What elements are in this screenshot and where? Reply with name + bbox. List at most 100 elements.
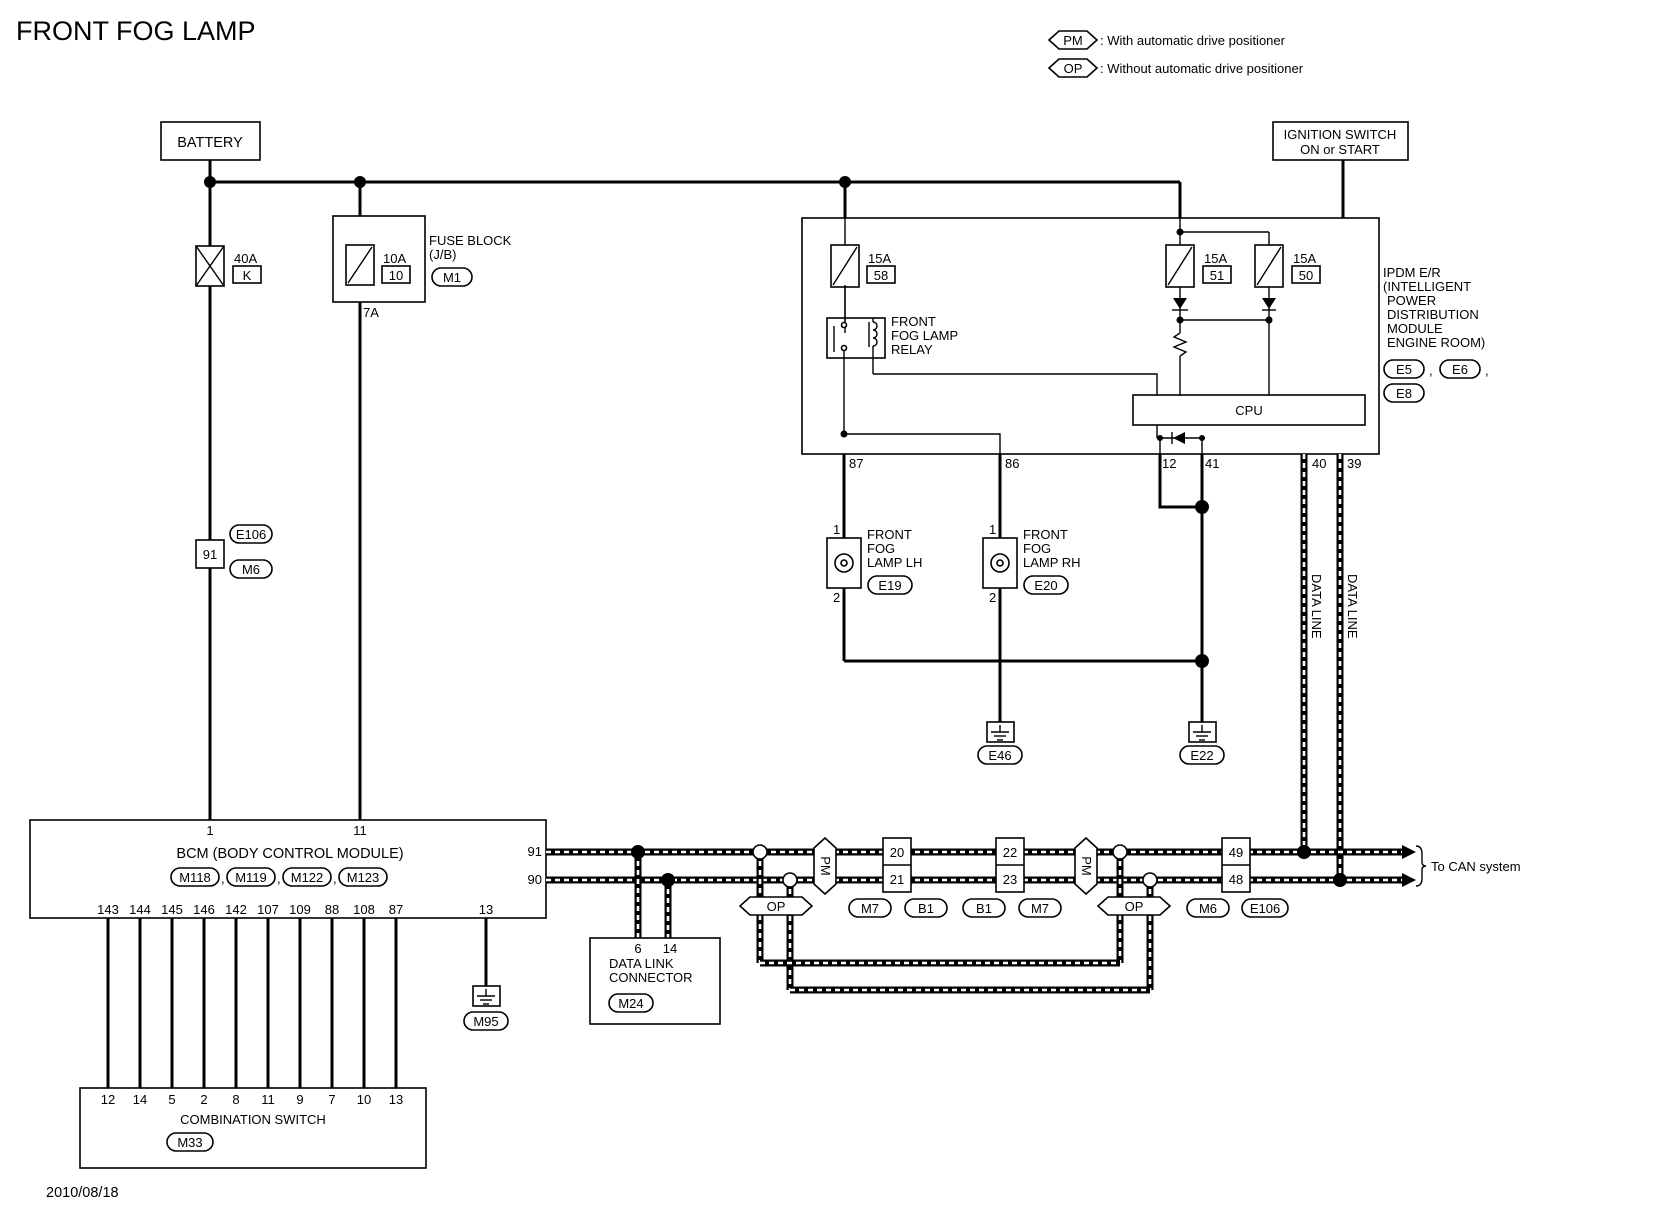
ipdm-pin-87: 87 bbox=[849, 456, 863, 471]
op-tag-1: OP bbox=[738, 896, 814, 916]
can-connector-m6-e106: 49 48 bbox=[1221, 837, 1251, 893]
bcm-pin-143: 143 bbox=[97, 902, 119, 917]
ipdm-comma-2: , bbox=[1485, 363, 1489, 378]
bcm-pin-1: 1 bbox=[206, 823, 213, 838]
conn-91-pin: 91 bbox=[203, 547, 217, 562]
ground-e46-label: E46 bbox=[988, 748, 1011, 763]
bcm-pin-142: 142 bbox=[225, 902, 247, 917]
relay-label-2: FOG LAMP bbox=[891, 328, 958, 343]
bcm-conn-m123: M123 bbox=[347, 870, 380, 885]
data-line-label-2: DATA LINE bbox=[1345, 574, 1360, 639]
lamp-lh-label-2: FOG bbox=[867, 541, 895, 556]
bcm-pin-13: 13 bbox=[479, 902, 493, 917]
fuse-40a-id: K bbox=[243, 268, 252, 283]
dlc-pin-14: 14 bbox=[663, 941, 677, 956]
dlc-label-1: DATA LINK bbox=[609, 956, 674, 971]
can-label-e106: E106 bbox=[1250, 901, 1280, 916]
fuse-58-id: 58 bbox=[874, 268, 888, 283]
battery: BATTERY bbox=[160, 121, 261, 161]
fuse-block-conn: M1 bbox=[443, 270, 461, 285]
legend-pm-code: PM bbox=[1063, 33, 1083, 48]
bcm-pin-109: 109 bbox=[289, 902, 311, 917]
ipdm-pin-86: 86 bbox=[1005, 456, 1019, 471]
can-conn-3-top: 49 bbox=[1229, 845, 1243, 860]
front-fog-lamp-lh: 1 2 FRONT FOG LAMP LH E19 bbox=[826, 522, 922, 605]
relay-label-1: FRONT bbox=[891, 314, 936, 329]
comb-switch-label: COMBINATION SWITCH bbox=[180, 1112, 326, 1127]
relay-label-3: RELAY bbox=[891, 342, 933, 357]
ipdm-label-2: (INTELLIGENT bbox=[1383, 279, 1471, 294]
comb-pin-13: 13 bbox=[389, 1092, 403, 1107]
legend-pm-text: : With automatic drive positioner bbox=[1100, 33, 1286, 48]
dlc-pin-6: 6 bbox=[634, 941, 641, 956]
lamp-lh-label-1: FRONT bbox=[867, 527, 912, 542]
conn-91-b: M6 bbox=[242, 562, 260, 577]
bcm-pin-91: 91 bbox=[528, 844, 542, 859]
fuse-block-label1: FUSE BLOCK bbox=[429, 233, 512, 248]
can-conn-1-top: 20 bbox=[890, 845, 904, 860]
comb-switch-conn: M33 bbox=[177, 1135, 202, 1150]
data-line-label-1: DATA LINE bbox=[1309, 574, 1324, 639]
ipdm-label-5: MODULE bbox=[1387, 321, 1443, 336]
fuse-58-rating: 15A bbox=[868, 251, 891, 266]
dlc-label-2: CONNECTOR bbox=[609, 970, 693, 985]
ipdm-conn-e5: E5 bbox=[1396, 362, 1412, 377]
fuse-block-id: 10 bbox=[389, 268, 403, 283]
connector-91: 91 E106 M6 bbox=[195, 524, 273, 579]
can-label-m7-b: M7 bbox=[1031, 901, 1049, 916]
combination-switch: 12 14 5 2 8 11 9 7 10 13 COMBINATION SWI… bbox=[79, 1087, 427, 1169]
diagram-title: FRONT FOG LAMP bbox=[16, 16, 256, 46]
bcm-pin-88: 88 bbox=[325, 902, 339, 917]
lamp-lh-pin-bottom: 2 bbox=[833, 590, 840, 605]
pm-tag-1-label: PM bbox=[818, 856, 833, 876]
lamp-rh-conn: E20 bbox=[1034, 578, 1057, 593]
cpu-label: CPU bbox=[1235, 403, 1262, 418]
bcm-pin-87: 87 bbox=[389, 902, 403, 917]
bcm-conn-m118: M118 bbox=[179, 870, 211, 885]
ipdm-label-4: DISTRIBUTION bbox=[1387, 307, 1479, 322]
can-label-m6: M6 bbox=[1199, 901, 1217, 916]
ignition-switch: IGNITION SWITCH ON or START bbox=[1272, 121, 1409, 161]
fuse-block-label2: (J/B) bbox=[429, 247, 456, 262]
can-label-b1-a: B1 bbox=[918, 901, 934, 916]
ipdm-comma-1: , bbox=[1429, 363, 1433, 378]
bcm-conn-m122: M122 bbox=[291, 870, 324, 885]
can-conn-2-bottom: 23 bbox=[1003, 872, 1017, 887]
bcm-conn-m119: M119 bbox=[235, 870, 267, 885]
fuse-50-id: 50 bbox=[1299, 268, 1313, 283]
ground-m95-label: M95 bbox=[473, 1014, 498, 1029]
legend-op-text: : Without automatic drive positioner bbox=[1100, 61, 1304, 76]
diagram-date: 2010/08/18 bbox=[46, 1185, 119, 1201]
can-conn-2-top: 22 bbox=[1003, 845, 1017, 860]
comb-pin-14: 14 bbox=[133, 1092, 147, 1107]
lamp-wiring bbox=[842, 454, 1209, 722]
bcm-pin-145: 145 bbox=[161, 902, 183, 917]
to-can-system: To CAN system bbox=[1415, 845, 1521, 887]
ground-m95: M95 bbox=[463, 918, 509, 1031]
comb-pin-5: 5 bbox=[168, 1092, 175, 1107]
combination-switch-wires bbox=[106, 918, 398, 1088]
lamp-lh-pin-top: 1 bbox=[833, 522, 840, 537]
ground-e22: E22 bbox=[1179, 721, 1225, 765]
bcm-sep-2: , bbox=[277, 871, 281, 886]
bcm-pin-11: 11 bbox=[353, 823, 367, 838]
bcm-pin-90: 90 bbox=[528, 872, 542, 887]
ipdm-label-3: POWER bbox=[1387, 293, 1436, 308]
battery-label: BATTERY bbox=[177, 135, 243, 151]
comb-pin-2: 2 bbox=[200, 1092, 207, 1107]
lamp-lh-conn: E19 bbox=[878, 578, 901, 593]
pm-tag-2-label: PM bbox=[1079, 856, 1094, 876]
ipdm-data-lines: DATA LINE DATA LINE bbox=[1300, 454, 1360, 880]
ipdm-pin-39: 39 bbox=[1347, 456, 1361, 471]
legend-op-code: OP bbox=[1064, 61, 1083, 76]
to-can-label: To CAN system bbox=[1431, 859, 1521, 874]
pm-tag-1: PM bbox=[813, 836, 837, 896]
ignition-line2: ON or START bbox=[1300, 142, 1380, 157]
conn-91-a: E106 bbox=[236, 527, 266, 542]
pm-tag-2: PM bbox=[1074, 836, 1098, 896]
ipdm-er: IPDM E/R (INTELLIGENT POWER DISTRIBUTION… bbox=[801, 217, 1489, 471]
op-tag-1-label: OP bbox=[767, 899, 786, 914]
ipdm-label-6: ENGINE ROOM) bbox=[1387, 335, 1485, 350]
dlc-conn: M24 bbox=[618, 996, 643, 1011]
